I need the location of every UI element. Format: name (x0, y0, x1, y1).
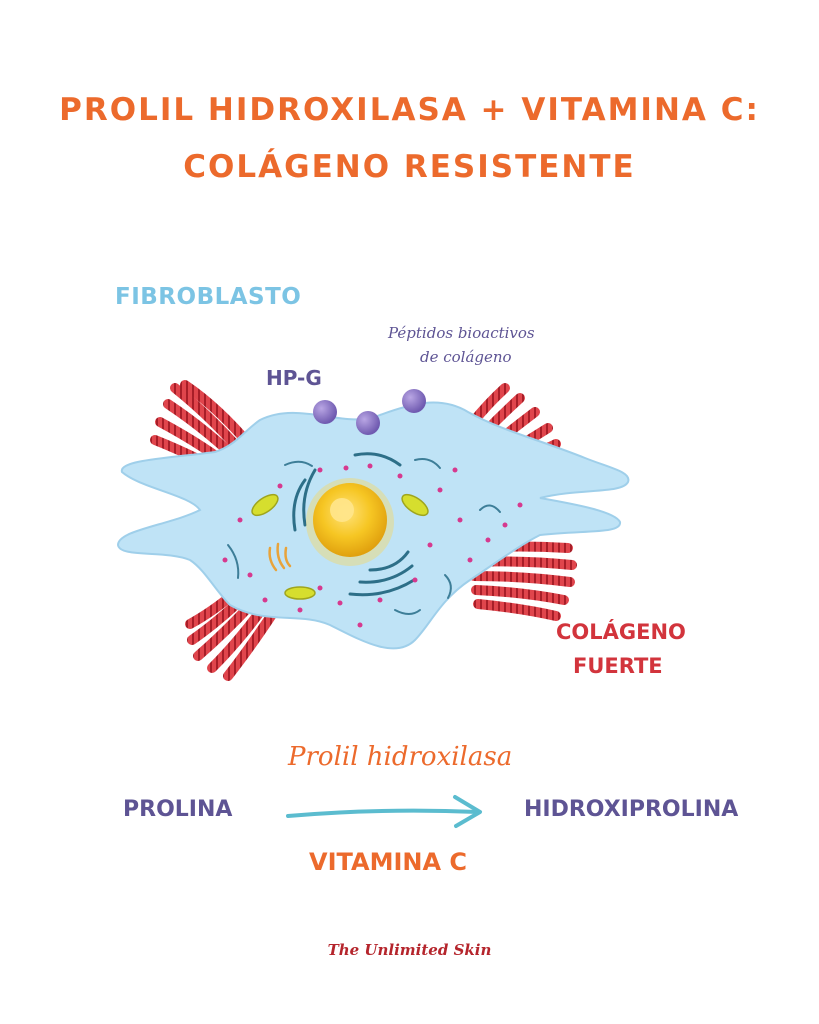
mitochondria-icon (251, 493, 429, 600)
peptide-sphere-icon (313, 389, 426, 435)
title-line-2: COLÁGENO RESISTENTE (183, 149, 636, 185)
collagen-label-line-2: FUERTE (573, 654, 663, 678)
peptides-label-line-2: de colágeno (420, 348, 512, 366)
collagen-label-line-1: COLÁGENO (556, 620, 686, 644)
peptides-label-line-1: Péptidos bioactivos (388, 324, 535, 342)
hpg-label: HP-G (266, 366, 322, 390)
product-label: HIDROXIPROLINA (524, 797, 739, 822)
cofactor-label: VITAMINA C (309, 848, 468, 876)
vesicles (222, 463, 523, 628)
collagen-fiber-icon (150, 380, 577, 681)
reaction-arrow-icon (286, 795, 482, 828)
footer-brand: The Unlimited Skin (327, 941, 492, 959)
cell-body (116, 401, 630, 650)
title-line-1: PROLIL HIDROXILASA + VITAMINA C: (59, 92, 760, 128)
enzyme-label: Prolil hidroxilasa (288, 742, 513, 772)
fibroblast-label: FIBROBLASTO (115, 284, 302, 310)
substrate-label: PROLINA (123, 797, 233, 822)
nucleus-icon (306, 478, 394, 566)
golgi-icon (292, 452, 416, 597)
cytoskeleton (227, 458, 501, 615)
golgi-fan-icon (268, 542, 292, 572)
